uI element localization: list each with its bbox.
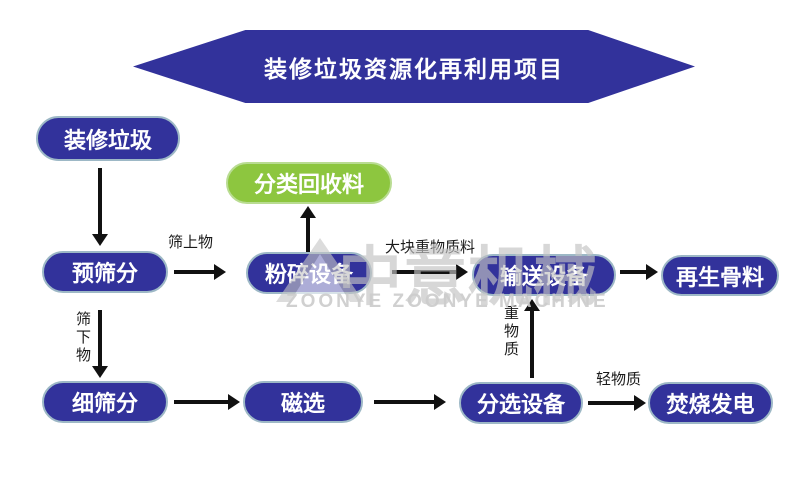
- node-yushaifen: 预筛分: [42, 251, 168, 293]
- node-fenshao-fadian: 焚烧发电: [648, 382, 773, 424]
- node-label: 分选设备: [476, 392, 565, 417]
- node-fenxuan-shebei: 分选设备: [459, 382, 583, 424]
- arrow-fensui-to-fenleihuishou: [300, 206, 316, 252]
- arrow-cixuan-to-fenxuan: [374, 394, 446, 410]
- arrow-yushaifen-to-xishaifen: [92, 310, 108, 378]
- node-label: 磁选: [280, 391, 325, 416]
- node-label: 粉碎设备: [264, 262, 353, 287]
- node-shusong-shebei: 输送设备: [472, 254, 616, 296]
- node-fensui-shebei: 粉碎设备: [246, 252, 372, 294]
- arrow-shusong-to-zaisheng: [620, 264, 658, 280]
- page-title: 装修垃圾资源化再利用项目: [264, 55, 564, 82]
- node-label: 细筛分: [71, 391, 138, 416]
- node-label: 输送设备: [499, 264, 588, 289]
- node-label: 预筛分: [71, 261, 138, 286]
- node-zhuangxiu-laji: 装修垃圾: [36, 116, 180, 161]
- arrow-fenxuan-to-fenshao: [588, 395, 646, 411]
- node-fenlei-huishou: 分类回收料: [226, 162, 392, 204]
- arrow-xishaifen-to-cixuan: [174, 394, 240, 410]
- title-banner: 装修垃圾资源化再利用项目: [133, 30, 695, 103]
- node-label: 分类回收料: [253, 172, 364, 197]
- arrow-zhuangxiulaji-to-yushaifen: [92, 168, 108, 246]
- node-label: 装修垃圾: [63, 127, 152, 153]
- edge-label-shaishangwu: 筛上物: [168, 234, 214, 251]
- arrow-fenxuan-to-shusong: [524, 299, 540, 378]
- edge-label-dakuai: 大块重物质料: [385, 239, 476, 256]
- node-cixuan: 磁选: [243, 381, 363, 423]
- node-label: 再生骨料: [675, 264, 764, 290]
- node-xishaifen: 细筛分: [42, 381, 168, 423]
- edge-label-shaixiawu: 筛下物: [74, 311, 91, 365]
- edge-label-zhongwuzhi: 重物质: [502, 305, 519, 359]
- arrow-fensui-to-shusong: [392, 264, 468, 280]
- edge-label-qingwuzhi: 轻物质: [596, 371, 642, 388]
- node-zaisheng-guliao: 再生骨料: [661, 255, 779, 296]
- node-label: 焚烧发电: [666, 392, 755, 417]
- arrow-yushaifen-to-fensui: [174, 264, 226, 280]
